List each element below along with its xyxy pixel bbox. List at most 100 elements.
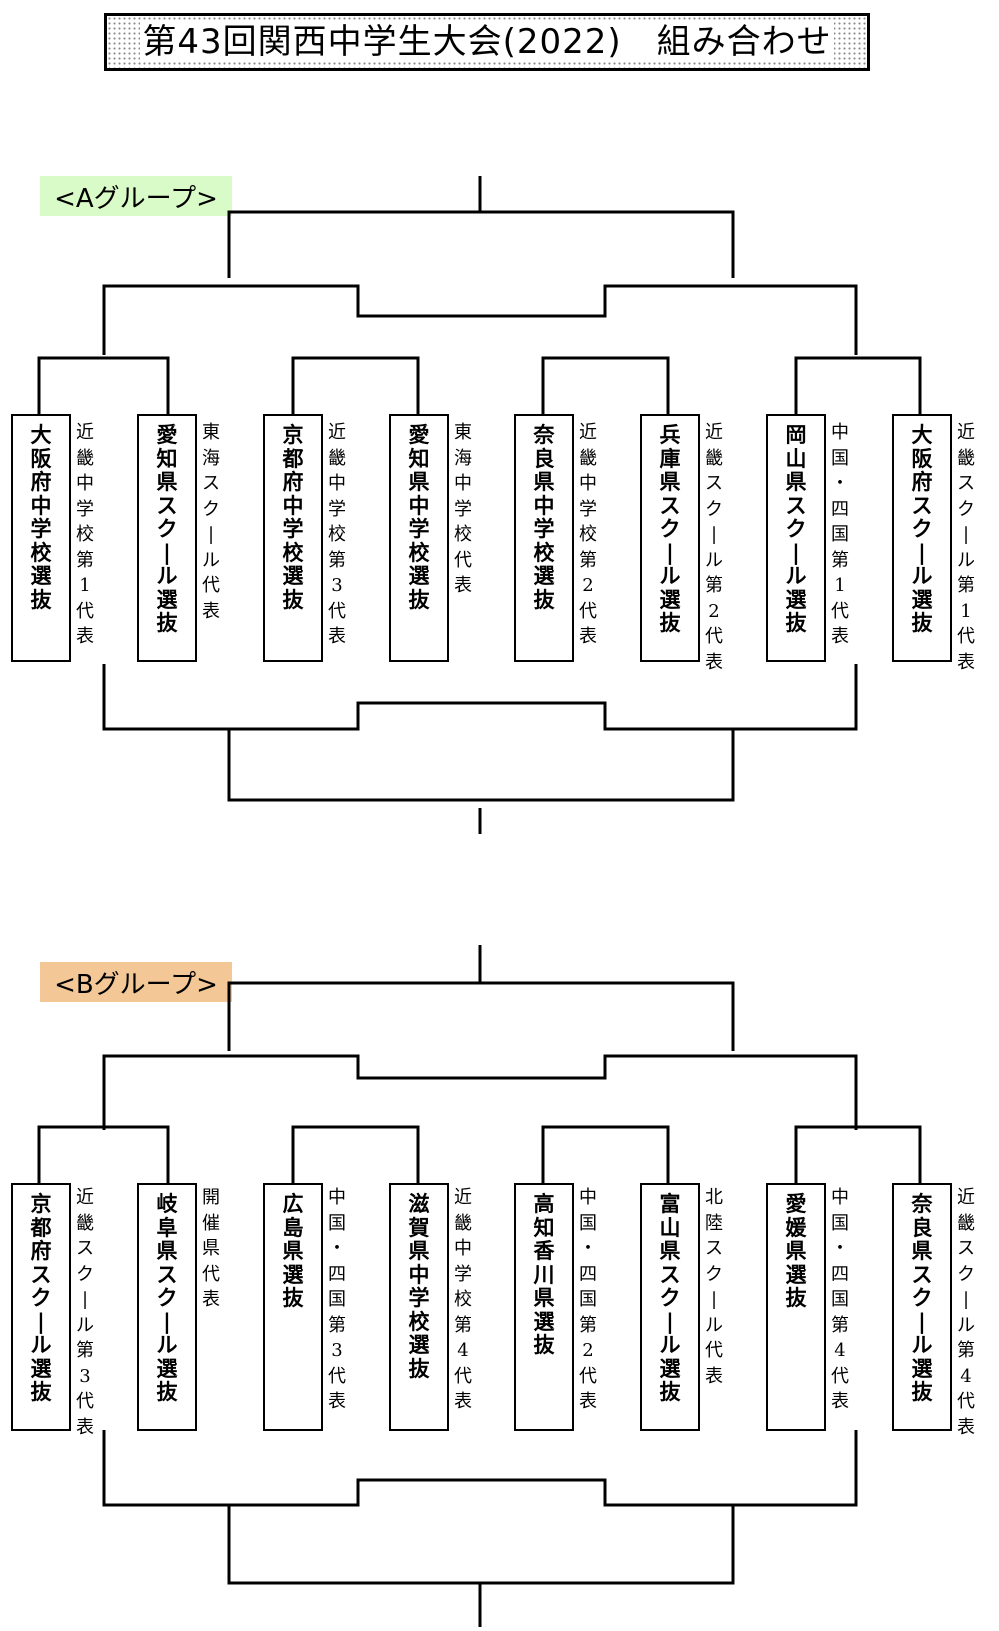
- team-name-char: 選: [785, 1262, 807, 1287]
- qualification-char: 1: [79, 575, 91, 596]
- qualification-char: 第: [957, 1340, 975, 1361]
- team-name-char: 選: [911, 1356, 933, 1381]
- qualification-char: ス: [957, 473, 975, 494]
- qualification-char: ル: [705, 1314, 723, 1336]
- group-b-bottom-bracket: [102, 1430, 858, 1627]
- qualification-char: 近: [454, 1187, 472, 1208]
- qualification-char: 中: [76, 473, 94, 494]
- qualification-char: 代: [328, 1365, 346, 1387]
- qualification-char: 代: [454, 1365, 472, 1387]
- qualification-char: 校: [454, 1289, 472, 1310]
- qualification-char: 表: [454, 575, 472, 596]
- team-name-char: ク: [156, 1286, 178, 1310]
- qualification-char: 学: [454, 1263, 472, 1285]
- team-name-char: 賀: [408, 1215, 430, 1240]
- qualification-char: 国: [831, 1212, 849, 1234]
- tournament-title-box: 第43回関西中学生大会(2022) 組み合わせ: [104, 13, 870, 71]
- qualification-char: 国: [831, 447, 849, 469]
- qualification-char: 陸: [705, 1212, 723, 1234]
- team-name-char: 中: [533, 493, 555, 518]
- qualification-char: |: [710, 524, 718, 545]
- qualification-char: 海: [454, 447, 472, 469]
- team-name-char: |: [918, 540, 926, 565]
- qualification-char: 表: [579, 626, 597, 647]
- qualification-label: 北陸スク|ル代表: [703, 1185, 725, 1425]
- team-name-char: 知: [533, 1215, 555, 1240]
- qualification-char: 国: [831, 1289, 849, 1310]
- qualification-char: 表: [705, 651, 723, 673]
- qualification-char: 学: [76, 498, 94, 520]
- team-name-char: 山: [659, 1215, 681, 1240]
- team-name-char: 媛: [785, 1215, 807, 1240]
- team-name-char: ス: [30, 1262, 52, 1287]
- team-name-char: 校: [408, 540, 430, 565]
- team-name-char: 抜: [282, 587, 304, 612]
- team-name-char: 抜: [156, 611, 178, 635]
- team-name-char: 選: [659, 1356, 681, 1381]
- team-name-char: 府: [30, 470, 52, 494]
- team-name-char: ク: [659, 517, 681, 541]
- qualification-char: ク: [705, 498, 723, 520]
- qualification-char: ル: [957, 1314, 975, 1336]
- qualification-char: ・: [831, 473, 849, 494]
- team-name-char: 抜: [30, 1380, 52, 1404]
- qualification-char: ク: [957, 1263, 975, 1285]
- qualification-char: 第: [831, 1314, 849, 1336]
- qualification-char: 県: [202, 1238, 220, 1259]
- team-name-char: |: [37, 1309, 45, 1334]
- team-name-char: 愛: [156, 423, 178, 447]
- qualification-char: |: [207, 524, 215, 545]
- team-name-char: 校: [533, 540, 555, 565]
- team-name-char: 県: [156, 470, 178, 494]
- team-box: 愛媛県選抜: [766, 1183, 826, 1431]
- qualification-char: 校: [76, 524, 94, 545]
- qualification-char: 代: [831, 600, 849, 622]
- qualification-char: 第: [76, 1340, 94, 1361]
- qualification-char: 2: [582, 575, 594, 596]
- team-name-char: 阪: [30, 446, 52, 471]
- team-name-char: 学: [533, 517, 555, 541]
- qualification-char: 畿: [957, 447, 975, 469]
- team-name-char: 校: [408, 1309, 430, 1334]
- team-name-char: 奈: [533, 423, 555, 447]
- team-name-char: |: [666, 540, 674, 565]
- team-name-char: 県: [533, 1286, 555, 1310]
- qualification-char: 表: [454, 1391, 472, 1412]
- qualification-char: ル: [76, 1314, 94, 1336]
- qualification-char: 中: [831, 1187, 849, 1208]
- qualification-char: 第: [831, 549, 849, 571]
- qualification-char: 四: [831, 498, 849, 520]
- qualification-char: 4: [457, 1340, 469, 1361]
- team-name-char: 選: [408, 564, 430, 588]
- qualification-char: 催: [202, 1212, 220, 1234]
- qualification-char: 畿: [76, 1212, 94, 1234]
- qualification-char: 学: [579, 498, 597, 520]
- team-name-char: 富: [659, 1192, 681, 1216]
- team-box: 大阪府スク|ル選抜: [892, 414, 952, 662]
- qualification-char: 海: [202, 447, 220, 469]
- qualification-char: 国: [831, 524, 849, 545]
- qualification-char: 1: [834, 575, 846, 596]
- qualification-char: 表: [76, 1416, 94, 1438]
- qualification-char: ル: [202, 549, 220, 571]
- qualification-char: 代: [579, 600, 597, 622]
- team-name-char: |: [163, 540, 171, 565]
- team-name-char: ク: [911, 517, 933, 541]
- qualification-char: ク: [705, 1263, 723, 1285]
- qualification-char: 代: [957, 1391, 975, 1412]
- qualification-char: ス: [705, 1238, 723, 1259]
- team-box: 愛知県スク|ル選抜: [137, 414, 197, 662]
- team-name-char: 川: [533, 1262, 555, 1287]
- team-box: 岡山県スク|ル選抜: [766, 414, 826, 662]
- team-name-char: 兵: [659, 423, 681, 447]
- qualification-char: 代: [202, 1263, 220, 1285]
- team-name-char: 県: [785, 1239, 807, 1263]
- qualification-char: 中: [579, 1187, 597, 1208]
- team-box: 京都府中学校選抜: [263, 414, 323, 662]
- qualification-char: ・: [328, 1238, 346, 1259]
- qualification-char: ク: [202, 498, 220, 520]
- team-name-char: 選: [533, 1309, 555, 1334]
- team-name-char: 良: [533, 446, 555, 471]
